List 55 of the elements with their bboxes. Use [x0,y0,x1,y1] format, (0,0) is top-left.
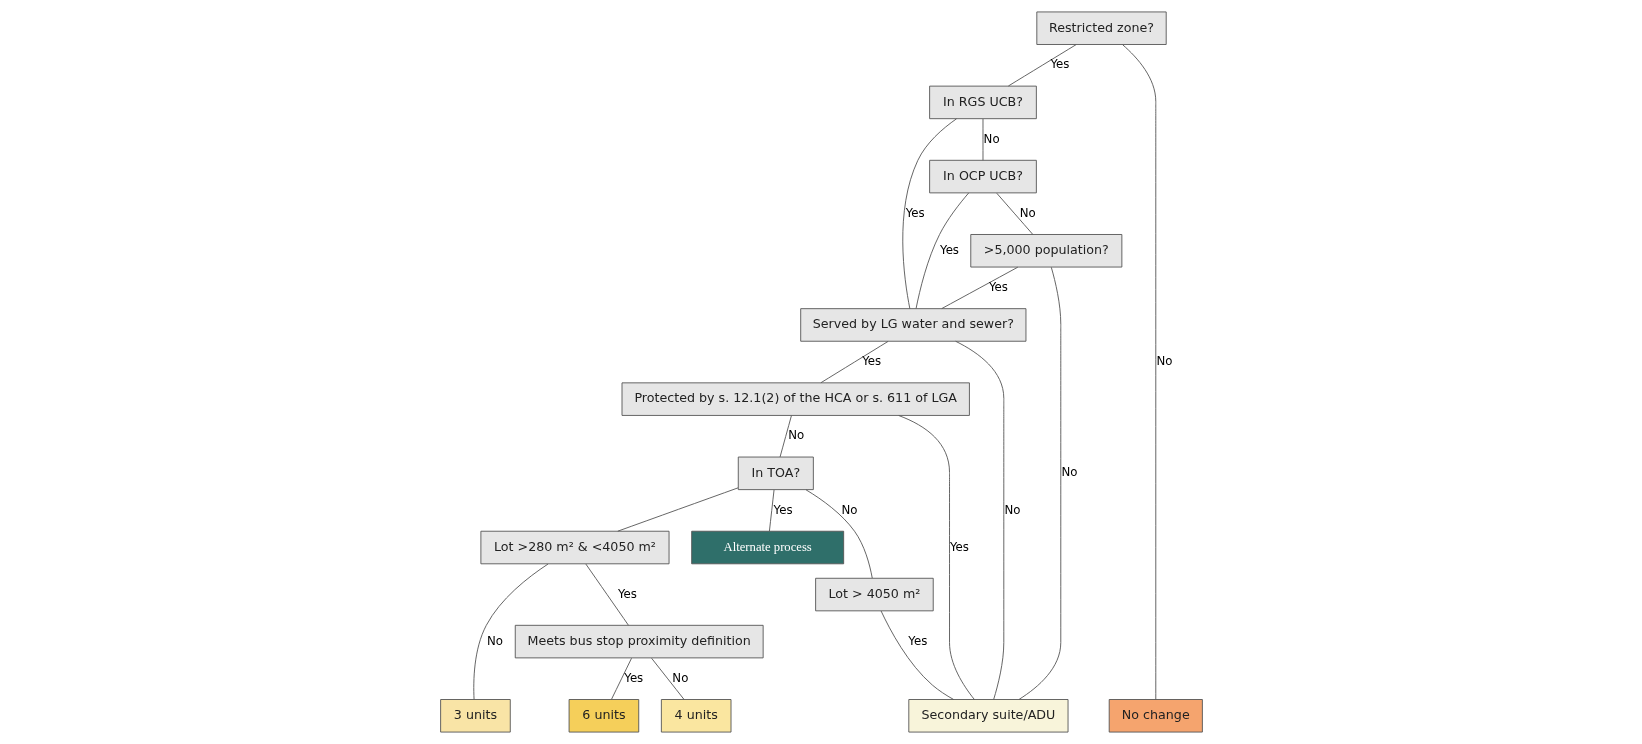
node-box: Lot >280 m² & <4050 m² [479,530,669,565]
edge-label: No [1019,205,1036,220]
edge-label: No [983,131,1000,146]
node-box: 6 units [568,699,639,733]
edge-label: No [1155,354,1172,369]
node-box: >5,000 population? [969,234,1122,268]
edge-label: Yes [905,205,925,220]
edge-label: Yes [939,242,959,257]
connector [616,487,738,532]
connector [819,340,889,384]
node-box: In OCP UCB? [928,159,1037,194]
edge-label: No [1003,502,1020,517]
node-box: In TOA? [737,456,814,491]
connector [1018,266,1061,700]
edge-label: Yes [861,354,881,369]
edge-label: No [787,428,804,443]
edge-label: Yes [907,633,927,648]
edge-label: No [486,633,503,648]
connector [954,340,1004,700]
edge-label: Yes [617,586,637,601]
connector [1007,44,1077,87]
connector [1121,44,1156,700]
connector [982,118,983,161]
edge-label: No [1060,465,1077,480]
edge-label: Yes [949,539,969,554]
node-box: In RGS UCB? [928,85,1037,120]
connector [940,266,1018,309]
node-box: Served by LG water and sewer? [799,308,1026,342]
node-box: 3 units [439,699,511,733]
connector [472,563,549,700]
connector [901,118,957,310]
connector [915,192,969,309]
node-box: Alternate process [690,530,844,565]
node-box: Secondary suite/ADU [907,699,1068,733]
connector [610,657,632,700]
connector [897,415,975,700]
node-box: Protected by s. 12.1(2) of the HCA or s. 611 of LGA [621,382,970,416]
connector [880,610,954,700]
connector [584,563,629,626]
node-box: Restricted zone? [1035,11,1167,45]
edge-label: Yes [988,279,1008,294]
node-box: Lot > 4050 m² [814,577,934,612]
node-box: Meets bus stop proximity definition [514,624,764,659]
connector [805,489,873,579]
node-box: 4 units [660,699,731,733]
edge-label: No [671,670,688,685]
connector [650,657,684,700]
edge-label: Yes [1049,57,1069,72]
edge-label: No [841,502,858,517]
edge-label: Yes [623,670,643,685]
connector [768,489,774,532]
connector [995,192,1033,235]
node-box: No change [1108,699,1203,733]
connector [779,415,792,458]
edge-label: Yes [773,502,793,517]
